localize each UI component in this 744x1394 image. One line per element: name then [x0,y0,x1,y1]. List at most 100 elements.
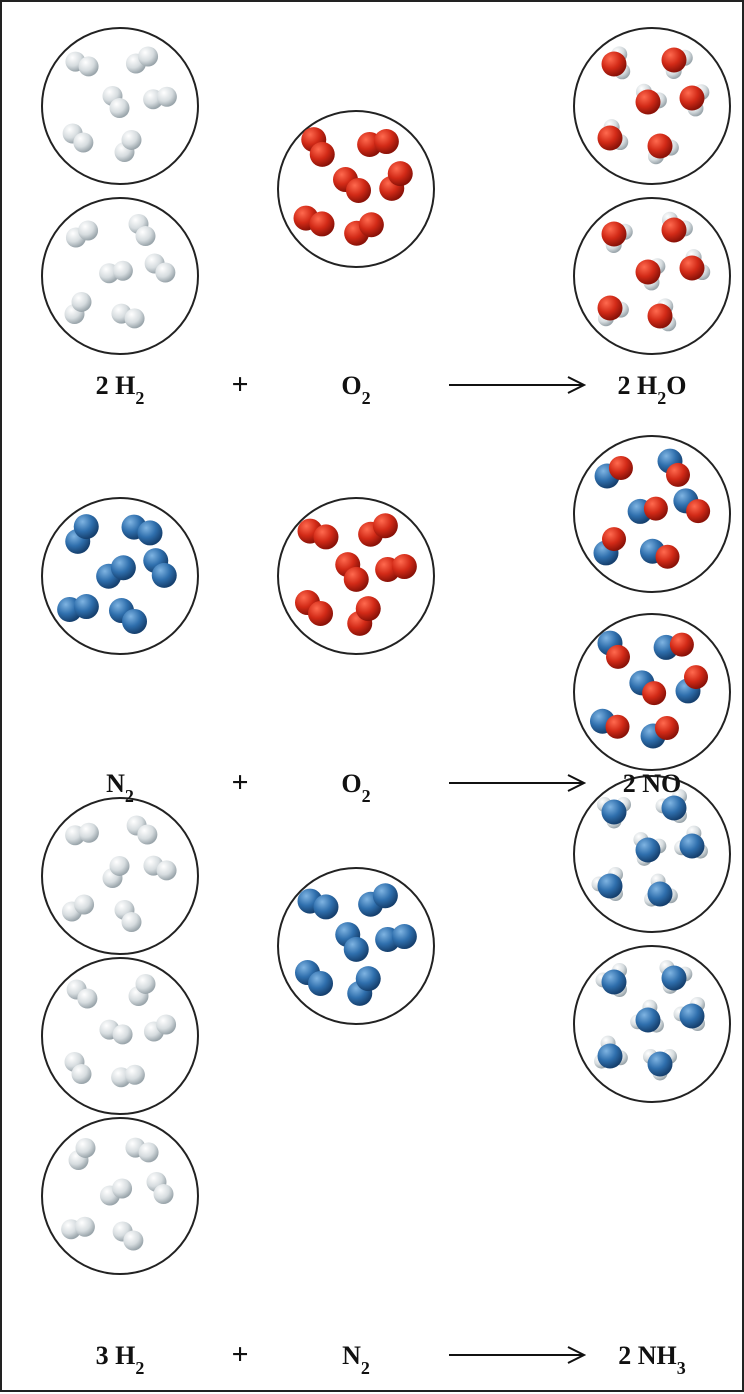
molecule-h2o [647,298,677,332]
molecule-no [673,488,711,524]
container-n2 [41,497,199,655]
molecule-nh3 [630,999,664,1033]
molecule-n2 [294,960,334,996]
molecule-h2o [635,83,667,115]
molecule-h2 [111,1064,145,1088]
molecule-o2 [332,167,372,203]
molecule-h2 [126,815,158,845]
container-no [573,613,731,771]
molecule-o2 [357,129,399,157]
container-h2 [41,1117,199,1275]
reactant-label: N2 [342,1341,370,1378]
molecule-h2 [64,291,92,325]
container-h2 [41,197,199,355]
molecule-h2 [125,1137,159,1163]
container-h2 [41,797,199,955]
molecule-n2 [121,514,163,546]
molecule-h2 [114,129,142,163]
molecule-o2 [297,518,339,550]
molecule-h2 [65,822,99,846]
molecule-h2 [143,1014,177,1042]
molecule-h2 [112,1221,144,1251]
molecule-nh3 [633,832,667,866]
molecule-h2o [661,47,693,79]
molecule-h2 [144,253,176,283]
molecule-o2 [358,513,398,547]
molecule-h2o [601,46,631,80]
molecule-h2 [99,1019,133,1045]
plus-sign: + [231,368,248,401]
molecule-nh3 [659,960,693,994]
molecule-no [653,632,694,660]
molecule-no [589,708,630,739]
molecule-no [597,630,630,669]
reactant-label: 2 H2 [96,371,145,408]
molecule-o2 [335,552,369,592]
molecule-no [629,670,667,706]
molecule-n2 [297,888,339,920]
molecule-n2 [347,966,381,1006]
molecule-h2 [65,220,99,248]
molecule-no [593,527,626,566]
container-o2 [277,110,435,268]
molecule-h2o [661,211,693,243]
molecule-n2 [57,594,99,622]
reactant-label: O2 [341,371,370,408]
molecule-h2 [143,86,177,110]
molecule-nh3 [642,1049,678,1081]
reactant-label: O2 [341,769,370,806]
molecule-h2o [647,133,679,165]
plus-sign: + [231,766,248,799]
molecule-nh3 [644,873,678,907]
molecule-o2 [293,205,335,237]
molecule-h2 [128,973,156,1007]
molecule-nh3 [673,996,706,1032]
molecule-h2 [143,855,177,881]
molecule-n2 [108,598,148,634]
molecule-n2 [335,922,369,962]
product-label: 2 H2O [618,371,687,408]
product-label: 2 NH3 [618,1341,686,1378]
container-no [573,435,731,593]
container-nh3 [573,775,731,933]
container-h2 [41,27,199,185]
molecule-h2 [66,979,98,1009]
molecule-h2 [62,123,94,153]
molecule-n2 [96,555,136,589]
molecule-h2 [125,46,159,74]
molecule-n2 [65,514,99,554]
molecule-h2 [114,899,142,933]
molecule-nh3 [596,797,632,829]
molecule-h2 [128,213,156,247]
molecule-o2 [294,590,334,626]
equation-water: 2 H2 O2 +2 H2O [96,368,687,408]
molecule-no [657,448,690,487]
molecule-o2 [301,127,335,167]
molecule-nh3 [595,962,627,998]
plus-sign: + [231,1338,248,1371]
molecule-n2 [143,548,177,588]
molecule-h2o [597,119,629,151]
molecule-no [594,456,633,489]
container-h2o [573,197,731,355]
molecule-nh3 [655,788,687,824]
molecule-o2 [347,596,381,636]
molecule-h2 [61,894,95,922]
molecule-h2 [68,1137,96,1171]
molecule-o2 [344,212,384,246]
molecule-h2o [601,221,633,253]
molecule-h2 [146,1171,174,1205]
molecule-n2 [358,883,398,917]
container-n2 [277,867,435,1025]
container-h2o [573,27,731,185]
molecule-h2 [99,1178,133,1206]
container-h2 [41,957,199,1115]
molecule-h2 [102,855,130,889]
molecule-n2 [375,924,417,952]
molecule-no [627,496,668,524]
molecule-h2 [61,1216,95,1240]
molecule-no [675,665,708,704]
